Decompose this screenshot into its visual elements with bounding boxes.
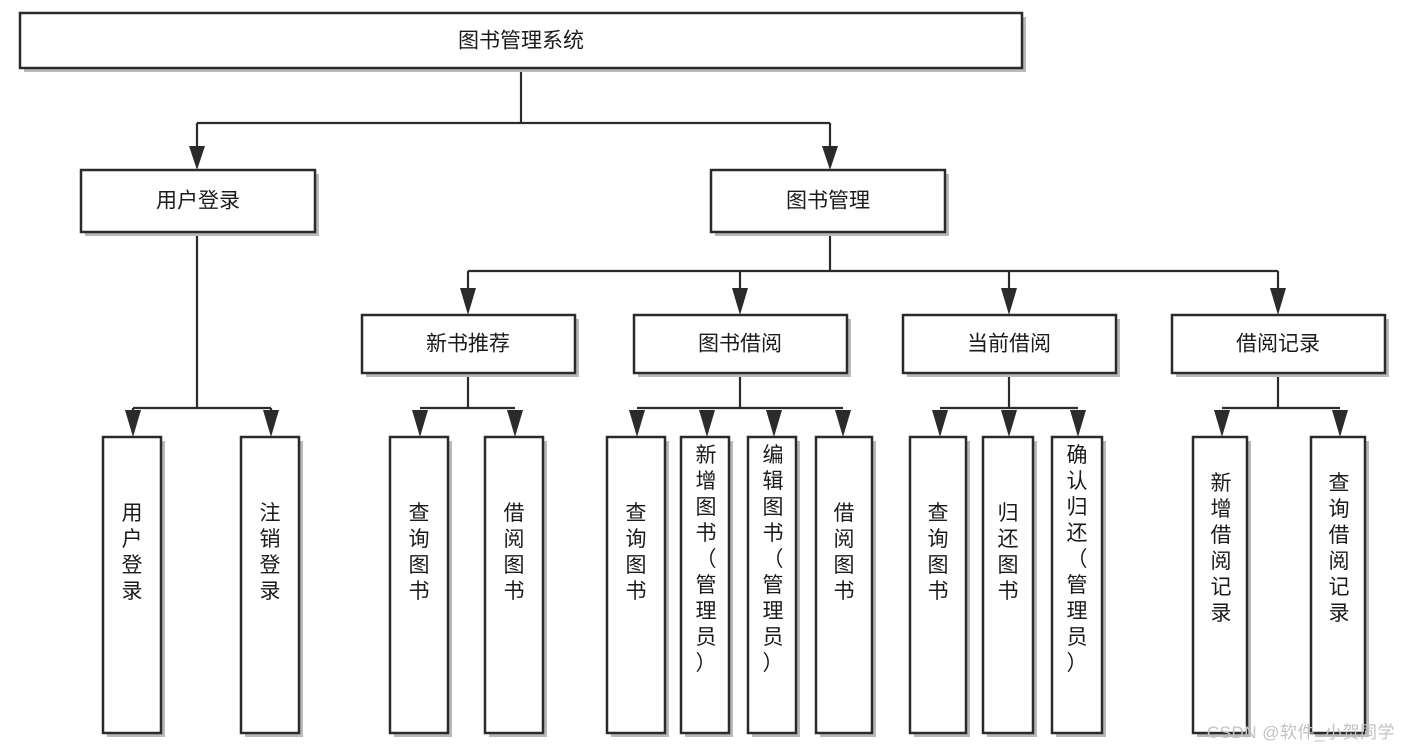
book-manage-label: 图书管理 xyxy=(786,190,870,213)
leaf-box[interactable] xyxy=(679,435,731,735)
leaf-box[interactable] xyxy=(908,435,968,735)
book-borrow-box[interactable] xyxy=(632,313,849,375)
connector-layer xyxy=(125,68,1348,437)
new-book-recommend-box[interactable] xyxy=(360,313,577,375)
leaf-label: 归还图书 xyxy=(998,502,1019,603)
leaf-box[interactable] xyxy=(981,435,1035,735)
arrow-head-leaf-0 xyxy=(125,410,141,437)
leaf-node[interactable]: 查询图书 xyxy=(908,435,970,737)
leaf-node[interactable]: 查询图书 xyxy=(388,435,452,737)
root-label: 图书管理系统 xyxy=(458,30,584,53)
node-book-borrow[interactable]: 图书借阅 xyxy=(632,313,851,377)
leaf-node[interactable]: 借阅图书 xyxy=(814,435,876,737)
leaf-label: 借阅图书 xyxy=(834,502,855,603)
arrow-head-leaf-3 xyxy=(507,410,523,437)
leaf-node[interactable]: 查询图书 xyxy=(605,435,669,737)
arrow-head-leaf-9 xyxy=(1001,410,1017,437)
arrow-head-leaf-10 xyxy=(1070,410,1086,437)
leaf-label: 借阅图书 xyxy=(504,502,525,603)
leaf-label: 确认归还（管理员） xyxy=(1067,444,1088,675)
root-box[interactable] xyxy=(18,11,1024,70)
leaf-node[interactable]: 新增图书（管理员） xyxy=(679,435,733,737)
leaf-label: 查询图书 xyxy=(626,502,647,603)
arrow-head-current-borrow xyxy=(1001,288,1017,315)
leaf-label: 编辑图书（管理员） xyxy=(763,444,784,675)
arrow-head-leaf-11 xyxy=(1214,410,1230,437)
user-login-box[interactable] xyxy=(79,168,317,234)
leaf-node[interactable]: 新增借阅记录 xyxy=(1191,435,1251,737)
arrow-head-leaf-6 xyxy=(766,410,782,437)
leaf-label: 注销登录 xyxy=(260,502,281,603)
user-login-label: 用户登录 xyxy=(156,190,240,213)
arrow-head-book-borrow xyxy=(732,288,748,315)
leaf-node[interactable]: 归还图书 xyxy=(981,435,1037,737)
leaf-label: 查询借阅记录 xyxy=(1329,472,1350,625)
node-current-borrow[interactable]: 当前借阅 xyxy=(901,313,1120,377)
leaf-label: 新增图书（管理员） xyxy=(696,444,717,675)
arrow-head-user-login xyxy=(189,146,205,170)
leaf-node[interactable]: 注销登录 xyxy=(239,435,303,737)
csdn-watermark: CSDN @软件_小贺同学 xyxy=(1206,723,1395,742)
arrow-head-new-book-rec xyxy=(460,288,476,315)
leaf-box[interactable] xyxy=(1191,435,1249,735)
leaf-box[interactable] xyxy=(483,435,545,735)
node-user-login[interactable]: 用户登录 xyxy=(79,168,319,236)
arrow-head-leaf-2 xyxy=(412,410,428,437)
leaf-node[interactable]: 编辑图书（管理员） xyxy=(746,435,800,737)
arrow-head-leaf-8 xyxy=(932,410,948,437)
node-borrow-record[interactable]: 借阅记录 xyxy=(1170,313,1389,377)
arrow-head-book-manage xyxy=(822,146,838,170)
arrow-head-leaf-5 xyxy=(699,410,715,437)
leaf-label: 查询图书 xyxy=(928,502,949,603)
node-root[interactable]: 图书管理系统 xyxy=(18,11,1026,72)
borrow-record-label: 借阅记录 xyxy=(1236,333,1320,356)
arrow-head-borrow-record xyxy=(1270,288,1286,315)
leaf-node[interactable]: 查询借阅记录 xyxy=(1309,435,1369,737)
borrow-record-box[interactable] xyxy=(1170,313,1387,375)
leaf-box[interactable] xyxy=(1309,435,1367,735)
book-borrow-label: 图书借阅 xyxy=(698,333,782,356)
arrow-head-leaf-4 xyxy=(629,410,645,437)
leaf-node[interactable]: 借阅图书 xyxy=(483,435,547,737)
new-book-recommend-label: 新书推荐 xyxy=(426,333,510,356)
book-manage-box[interactable] xyxy=(709,168,947,234)
current-borrow-label: 当前借阅 xyxy=(967,333,1051,356)
leaf-box[interactable] xyxy=(605,435,667,735)
arrow-head-leaf-7 xyxy=(835,410,851,437)
leaf-box[interactable] xyxy=(101,435,163,735)
current-borrow-box[interactable] xyxy=(901,313,1118,375)
leaf-layer: 用户登录 注销登录 查询图书 借阅图书 xyxy=(101,435,1369,737)
leaf-label: 新增借阅记录 xyxy=(1211,472,1232,625)
node-new-book-recommend[interactable]: 新书推荐 xyxy=(360,313,579,377)
node-book-manage[interactable]: 图书管理 xyxy=(709,168,949,236)
leaf-box[interactable] xyxy=(388,435,450,735)
arrow-head-leaf-1 xyxy=(263,410,279,437)
leaf-box[interactable] xyxy=(746,435,798,735)
leaf-box[interactable] xyxy=(239,435,301,735)
leaf-node[interactable]: 用户登录 xyxy=(101,435,165,737)
leaf-box[interactable] xyxy=(1050,435,1104,735)
leaf-label: 用户登录 xyxy=(122,502,143,603)
leaf-node[interactable]: 确认归还（管理员） xyxy=(1050,435,1106,737)
arrow-head-leaf-12 xyxy=(1332,410,1348,437)
leaf-box[interactable] xyxy=(814,435,874,735)
leaf-label: 查询图书 xyxy=(409,502,430,603)
